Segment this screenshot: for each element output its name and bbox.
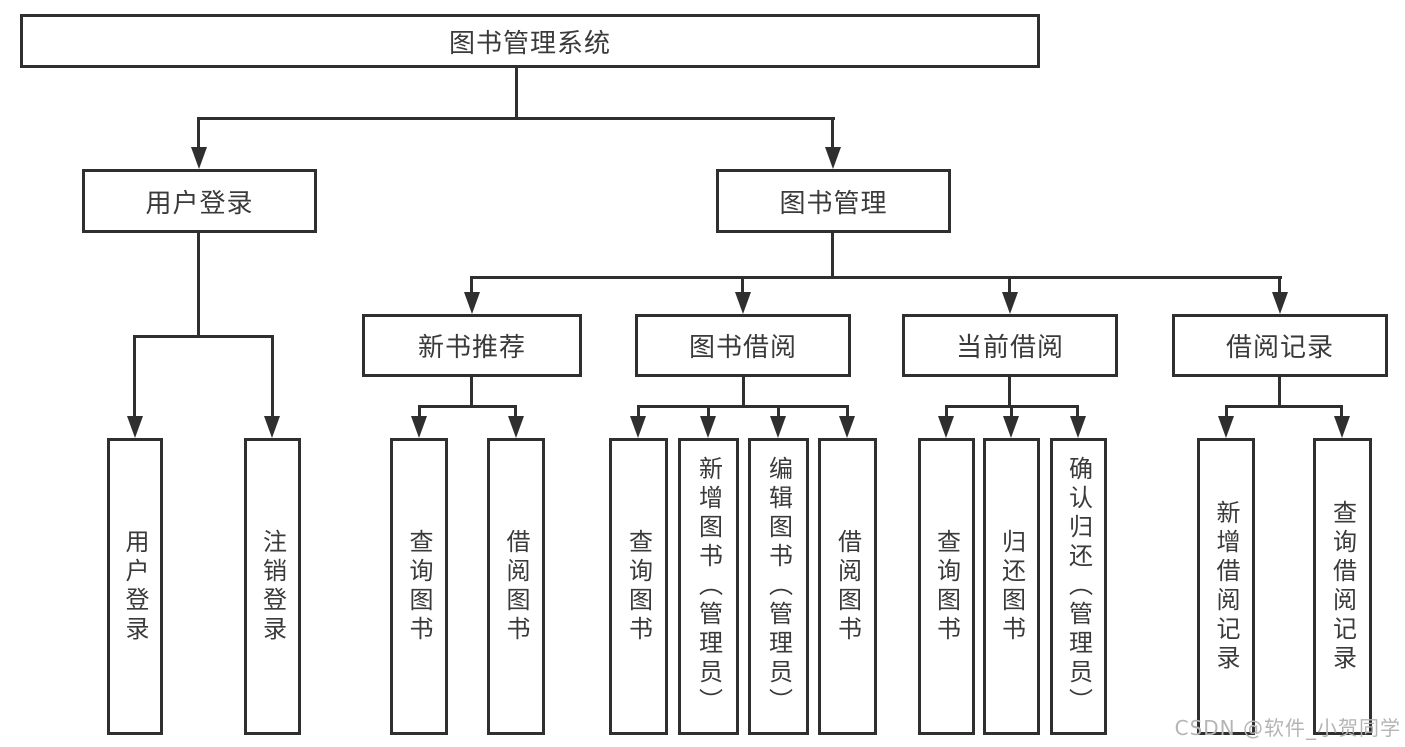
arrow-down bbox=[1003, 416, 1019, 438]
arrow-down bbox=[1272, 292, 1288, 314]
connector-book-borrowing-hline bbox=[637, 405, 849, 408]
connector-stem-leaf bbox=[133, 335, 136, 416]
leaf-add-book-admin: 新增图书（管理员） bbox=[678, 438, 739, 735]
connector-level2-hline bbox=[470, 276, 1282, 279]
connector-stem-leaf bbox=[637, 405, 640, 418]
arrow-down bbox=[264, 416, 280, 438]
arrow-down bbox=[1070, 416, 1086, 438]
connector-stem-leaf bbox=[777, 405, 780, 418]
connector-borrowing-records-hline bbox=[1225, 405, 1343, 408]
connector-user-login-stem bbox=[197, 233, 200, 335]
node-book-borrowing: 图书借阅 bbox=[635, 314, 851, 377]
connector-stem-leaf bbox=[418, 405, 421, 418]
leaf-return-book: 归还图书 bbox=[983, 438, 1040, 735]
arrow-down bbox=[839, 416, 855, 438]
connector-stem-current-borrowing bbox=[1008, 276, 1011, 294]
leaf-edit-book-admin: 编辑图书（管理员） bbox=[748, 438, 809, 735]
node-current-borrowing: 当前借阅 bbox=[902, 314, 1118, 377]
leaf-add-borrow-record: 新增借阅记录 bbox=[1197, 438, 1255, 735]
connector-level1-hline bbox=[198, 117, 835, 120]
csdn-watermark: CSDN @软件_小贺同学 bbox=[1174, 716, 1401, 740]
arrow-down bbox=[464, 292, 480, 314]
arrow-down bbox=[825, 147, 841, 169]
connector-stem-leaf bbox=[1340, 405, 1343, 418]
connector-book-management-stem bbox=[831, 233, 834, 276]
node-book-management: 图书管理 bbox=[716, 169, 951, 233]
connector-stem-leaf bbox=[846, 405, 849, 418]
arrow-down bbox=[1218, 416, 1234, 438]
connector-stem-leaf bbox=[1225, 405, 1228, 418]
arrow-down bbox=[508, 416, 524, 438]
leaf-query-books-current: 查询图书 bbox=[918, 438, 975, 735]
connector-stem-borrowing-records bbox=[1278, 276, 1281, 294]
leaf-user-login: 用户登录 bbox=[107, 438, 163, 735]
node-root: 图书管理系统 bbox=[20, 14, 1040, 68]
leaf-query-books-recommend: 查询图书 bbox=[390, 438, 448, 735]
arrow-down bbox=[1002, 292, 1018, 314]
connector-current-borrowing-stem bbox=[1008, 377, 1011, 405]
connector-stem-leaf bbox=[1076, 405, 1079, 418]
leaf-query-books-borrowing: 查询图书 bbox=[609, 438, 668, 735]
connector-stem-leaf bbox=[1010, 405, 1013, 418]
leaf-borrow-books: 借阅图书 bbox=[818, 438, 877, 735]
connector-user-login-hline bbox=[133, 335, 274, 338]
connector-root-stem bbox=[515, 68, 518, 118]
leaf-confirm-return-admin: 确认归还（管理员） bbox=[1050, 438, 1107, 735]
connector-stem-book-borrowing bbox=[741, 276, 744, 294]
node-user-login: 用户登录 bbox=[82, 169, 317, 233]
arrow-down bbox=[700, 416, 716, 438]
arrow-down bbox=[735, 292, 751, 314]
connector-stem-leaf bbox=[945, 405, 948, 418]
arrow-down bbox=[938, 416, 954, 438]
connector-book-borrowing-stem bbox=[742, 377, 745, 405]
connector-new-book-stem bbox=[470, 377, 473, 407]
leaf-logout: 注销登录 bbox=[244, 438, 301, 735]
node-borrowing-records: 借阅记录 bbox=[1172, 314, 1388, 377]
connector-stem-book-management bbox=[831, 117, 834, 149]
arrow-down bbox=[770, 416, 786, 438]
connector-stem-new-book bbox=[470, 276, 473, 294]
connector-stem-leaf bbox=[707, 405, 710, 418]
leaf-query-borrow-record: 查询借阅记录 bbox=[1313, 438, 1372, 735]
arrow-down bbox=[411, 416, 427, 438]
node-new-book-recommendation: 新书推荐 bbox=[362, 314, 582, 377]
arrow-down bbox=[191, 147, 207, 169]
arrow-down bbox=[630, 416, 646, 438]
leaf-borrow-books-recommend: 借阅图书 bbox=[487, 438, 545, 735]
connector-stem-leaf bbox=[271, 335, 274, 416]
connector-stem-user-login bbox=[197, 117, 200, 149]
connector-borrowing-records-stem bbox=[1278, 377, 1281, 405]
arrow-down bbox=[1334, 416, 1350, 438]
arrow-down bbox=[127, 416, 143, 438]
connector-new-book-hline bbox=[418, 405, 517, 408]
connector-stem-leaf bbox=[514, 405, 517, 418]
